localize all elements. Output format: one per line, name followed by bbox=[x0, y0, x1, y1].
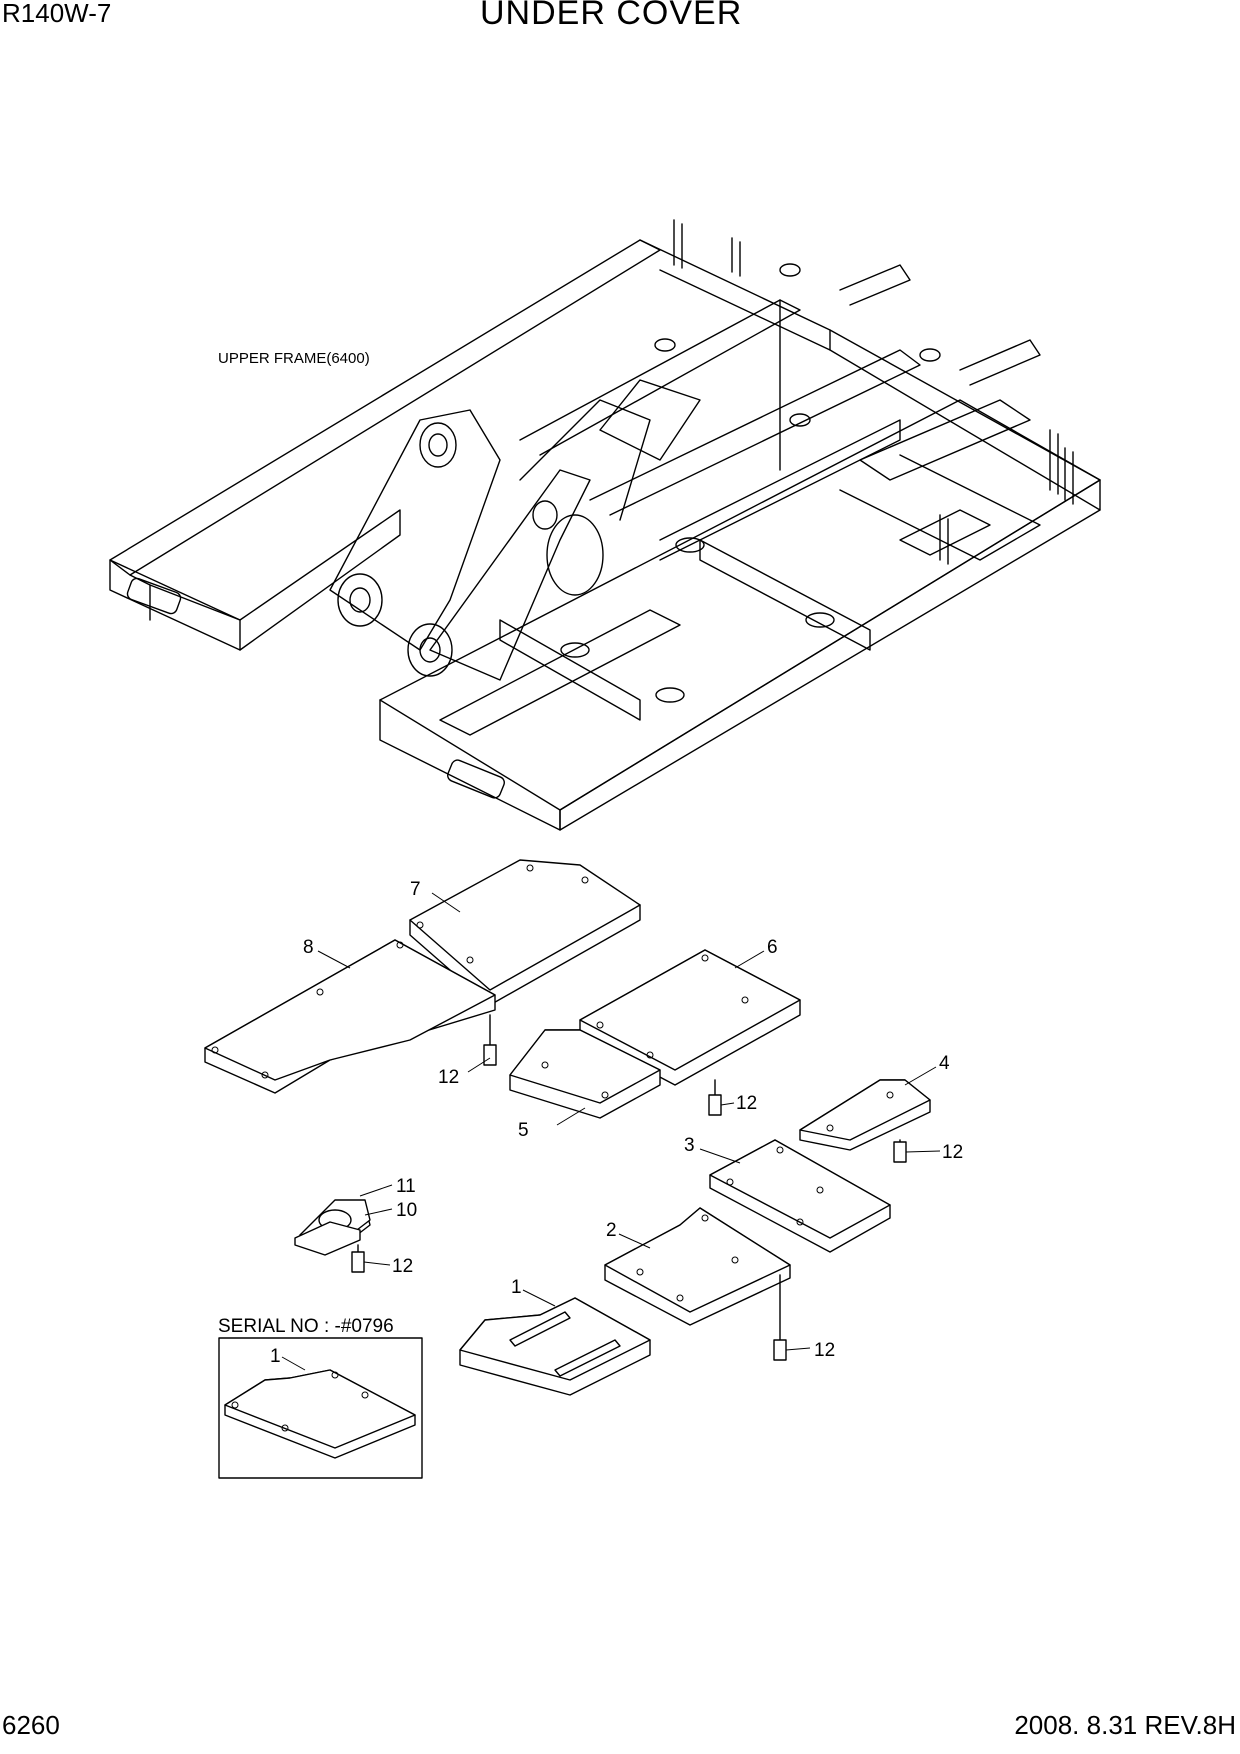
serial-label: SERIAL NO : -#0796 bbox=[218, 1316, 394, 1337]
callout-5: 5 bbox=[518, 1120, 529, 1141]
cover-plate-2 bbox=[604, 1207, 791, 1326]
callout-12: 12 bbox=[942, 1142, 963, 1163]
callout-leaders bbox=[281, 892, 941, 1371]
revision-date: 2008. 8.31 REV.8H bbox=[1014, 1710, 1236, 1740]
cover-plate-8 bbox=[204, 939, 496, 1094]
callout-4: 4 bbox=[939, 1053, 950, 1074]
callout-12: 12 bbox=[438, 1067, 459, 1088]
bolt-12 bbox=[773, 1274, 787, 1361]
bolt-12 bbox=[893, 1139, 907, 1163]
callout-12: 12 bbox=[736, 1093, 757, 1114]
callout-12: 12 bbox=[392, 1256, 413, 1277]
bracket-10-11 bbox=[294, 1199, 371, 1256]
page-title: UNDER COVER bbox=[480, 0, 743, 32]
upper-frame-drawing bbox=[109, 219, 1101, 831]
upper-frame-label: UPPER FRAME(6400) bbox=[218, 350, 370, 367]
cover-plate-1 bbox=[459, 1297, 651, 1396]
page-number: 6260 bbox=[2, 1710, 60, 1740]
callout-6: 6 bbox=[767, 937, 778, 958]
callout-1: 1 bbox=[511, 1277, 522, 1298]
model-number: R140W-7 bbox=[2, 0, 112, 28]
cover-plate-4 bbox=[799, 1079, 931, 1151]
bolt-12 bbox=[351, 1244, 365, 1273]
cover-plate-3 bbox=[709, 1139, 891, 1253]
callout-10: 10 bbox=[396, 1200, 417, 1221]
serial-variant-box bbox=[218, 1337, 423, 1479]
bolt-12 bbox=[483, 1014, 497, 1066]
callout-3: 3 bbox=[684, 1135, 695, 1156]
callout-2: 2 bbox=[606, 1220, 617, 1241]
callout-11: 11 bbox=[396, 1176, 416, 1197]
callout-8: 8 bbox=[303, 937, 314, 958]
callout-7: 7 bbox=[410, 879, 421, 900]
serial-variant-plate-1 bbox=[224, 1369, 416, 1459]
callout-1-serial: 1 bbox=[270, 1346, 281, 1367]
cover-plate-5 bbox=[509, 1029, 661, 1119]
bolt-12 bbox=[708, 1079, 722, 1116]
callout-12: 12 bbox=[814, 1340, 835, 1361]
